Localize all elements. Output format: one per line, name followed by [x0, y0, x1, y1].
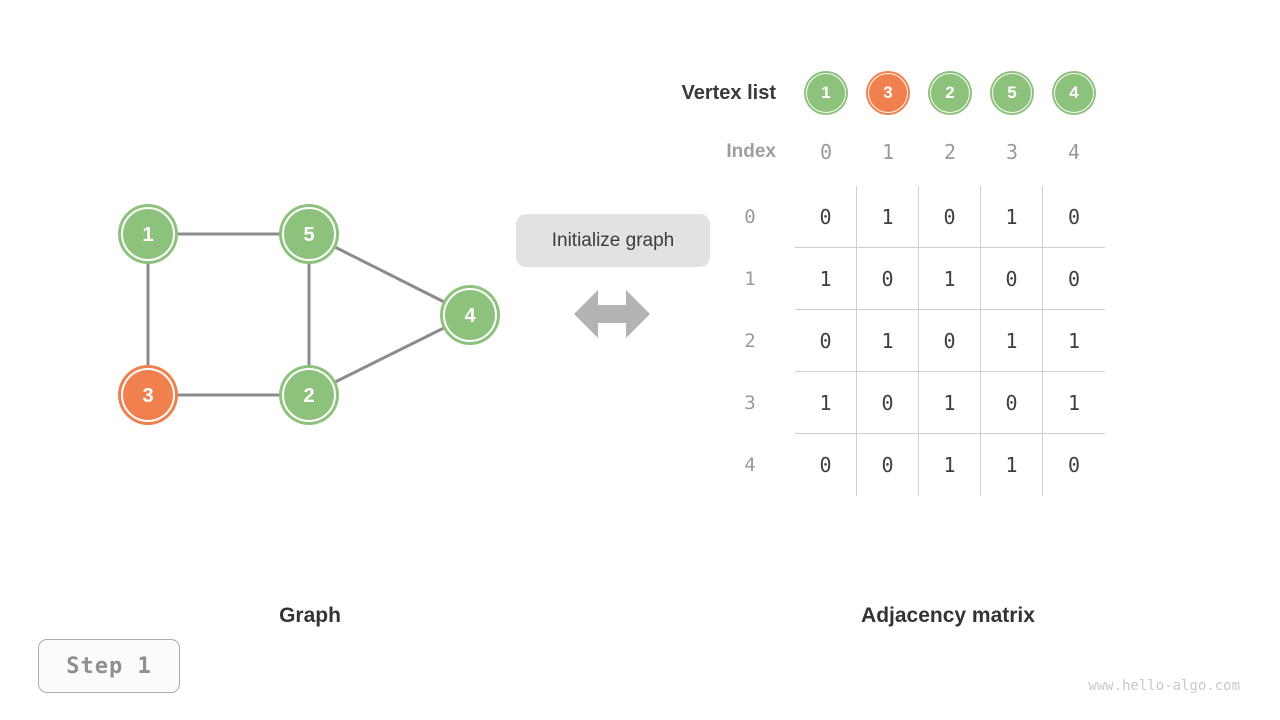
matrix-cell-0-0: 0: [795, 186, 857, 248]
graph-node-label: 1: [142, 224, 153, 246]
matrix-cell-4-4: 0: [1067, 453, 1081, 477]
matrix-cell-4-0: 0: [795, 434, 857, 496]
matrix-row-label-1: 1: [744, 268, 756, 290]
matrix-cell-2-1: 1: [857, 310, 919, 372]
matrix-cell-2-0: 0: [795, 310, 857, 372]
watermark: www.hello-algo.com: [1088, 678, 1240, 694]
matrix-row-label-2: 2: [744, 330, 756, 352]
matrix-cell-1-2: 1: [919, 248, 981, 310]
graph-node-3: 3: [118, 365, 178, 425]
vertex-list-item-4: 4: [1052, 71, 1096, 115]
step-label: Step 1: [66, 653, 152, 679]
matrix-row-label-4: 4: [744, 454, 756, 476]
matrix-cell-0-4: 0: [1043, 186, 1105, 248]
matrix-row-label-3: 3: [744, 392, 756, 414]
matrix-cell-3-3: 0: [981, 372, 1043, 434]
double-arrow-shape: [574, 290, 650, 338]
matrix-cell-1-4: 0: [1043, 248, 1105, 310]
graph-node-label: 5: [303, 224, 314, 246]
index-value-4: 4: [1067, 140, 1081, 164]
index-value-3: 3: [1005, 140, 1019, 164]
matrix-cell-1-3: 0: [981, 248, 1043, 310]
matrix-cell-4-3: 1: [981, 434, 1043, 496]
matrix-cell-0-3: 1: [981, 186, 1043, 248]
matrix-cell-3-2: 1: [919, 372, 981, 434]
matrix-cell-0-2: 0: [919, 186, 981, 248]
graph-node-4: 4: [440, 285, 500, 345]
matrix-row-label-0: 0: [744, 206, 756, 228]
matrix-cell-2-2: 0: [919, 310, 981, 372]
initialize-graph-label: Initialize graph: [516, 214, 710, 267]
graph-node-2: 2: [279, 365, 339, 425]
graph-node-1: 1: [118, 204, 178, 264]
graph-node-label: 3: [142, 385, 153, 407]
graph-node-label: 4: [464, 305, 476, 327]
graph-edge-5-4: [308, 232, 471, 317]
matrix-cell-3-4: 1: [1043, 372, 1105, 434]
index-value-2: 2: [943, 140, 957, 164]
double-arrow-icon: [574, 290, 650, 338]
vertex-list-item-3: 3: [866, 71, 910, 115]
step-badge: Step 1: [38, 639, 180, 693]
graph-node-label: 2: [303, 385, 314, 407]
index-label: Index: [726, 141, 776, 162]
matrix-cell-2-3: 1: [981, 310, 1043, 372]
index-value-0: 0: [819, 140, 833, 164]
vertex-list-item-5: 5: [990, 71, 1034, 115]
graph-node-5: 5: [279, 204, 339, 264]
matrix-cell-4-1: 0: [857, 434, 919, 496]
vertex-list-label: Vertex list: [681, 82, 776, 104]
graph-title: Graph: [279, 604, 341, 627]
index-value-1: 1: [881, 140, 895, 164]
matrix-cell-3-1: 0: [857, 372, 919, 434]
vertex-list-item-2: 2: [928, 71, 972, 115]
vertex-list-item-1: 1: [804, 71, 848, 115]
matrix-cell-3-0: 1: [795, 372, 857, 434]
matrix-cell-2-4: 1: [1043, 310, 1105, 372]
matrix-cell-4-2: 1: [919, 434, 981, 496]
matrix-title: Adjacency matrix: [861, 604, 1035, 627]
matrix-cell-0-1: 1: [857, 186, 919, 248]
matrix-cell-1-0: 1: [795, 248, 857, 310]
graph-diagram: 1 5 4 3 2: [118, 204, 500, 425]
matrix-cell-1-1: 0: [857, 248, 919, 310]
